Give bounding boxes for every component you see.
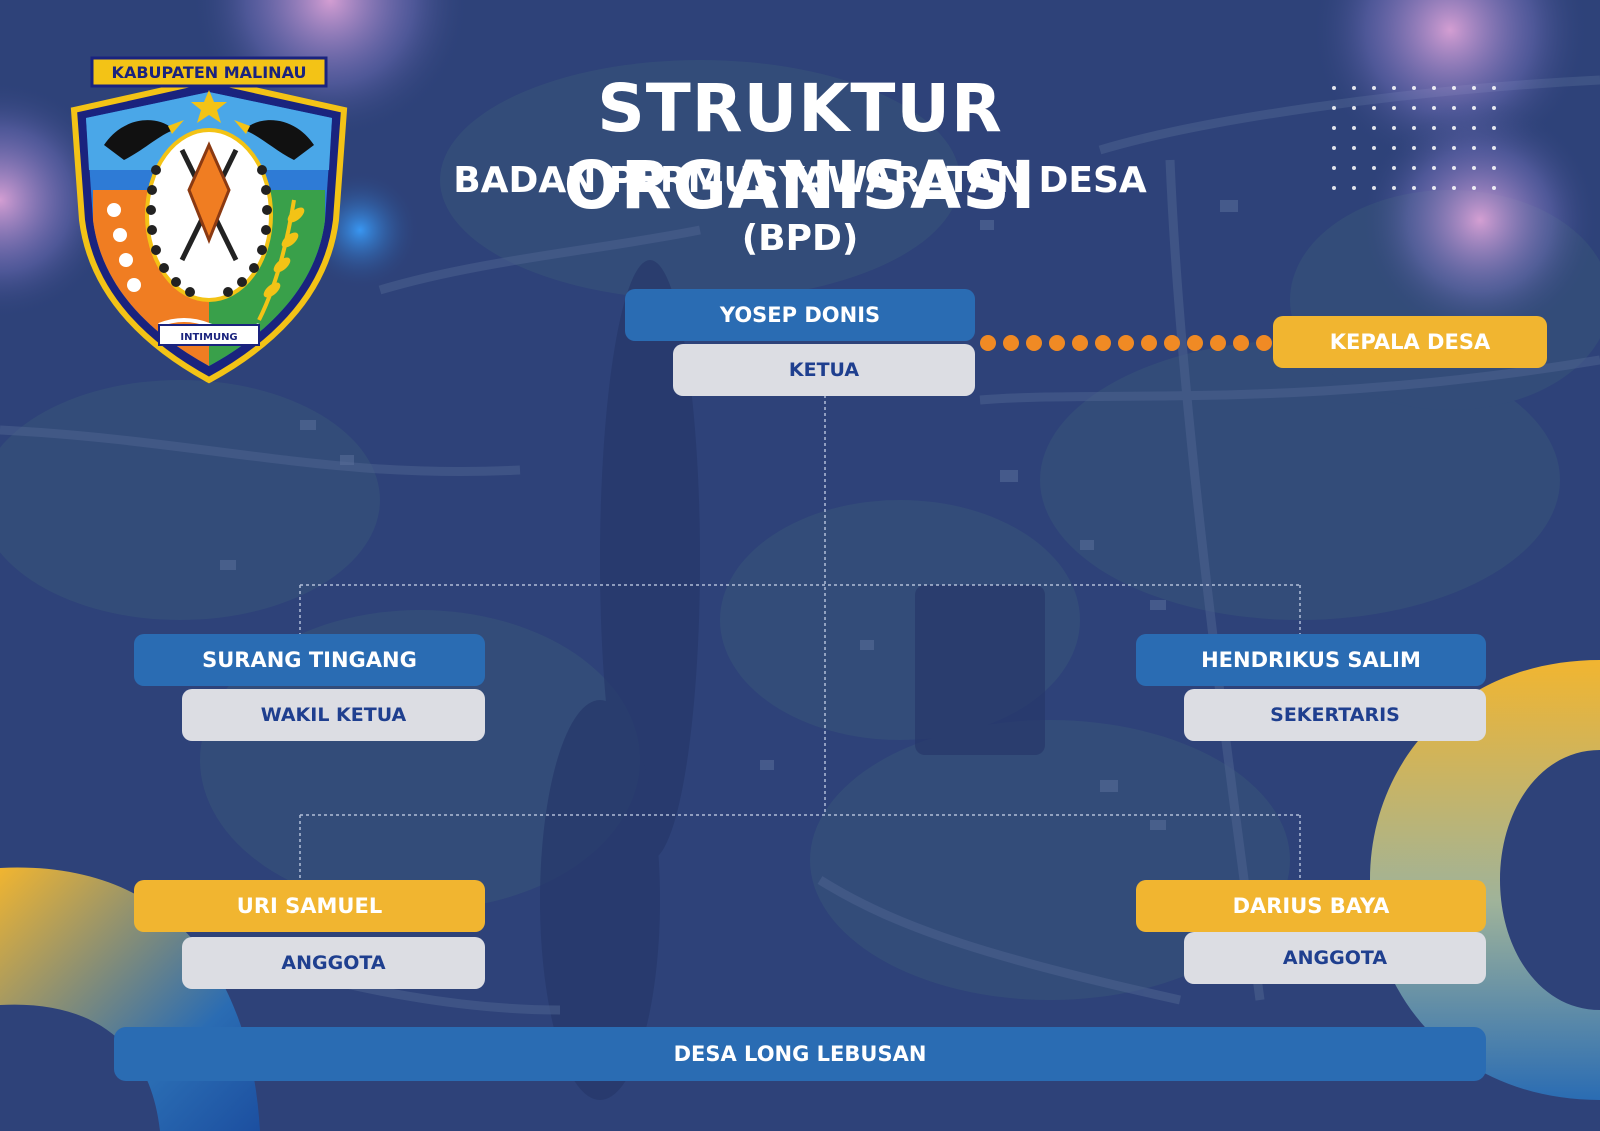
village-head-box: KEPALA DESA: [1273, 316, 1547, 368]
vice-chair-name: SURANG TINGANG: [134, 634, 485, 686]
dot-grid-decoration: [1332, 86, 1496, 190]
secretary-role: SEKERTARIS: [1184, 689, 1486, 741]
poster-subtitle: BADAN PERMUSYAWARATAN DESA: [453, 160, 1147, 201]
dotted-coordination-line: [980, 335, 1272, 351]
chairman-name: YOSEP DONIS: [625, 289, 975, 341]
vice-chair-role: WAKIL KETUA: [182, 689, 485, 741]
village-name-footer: DESA LONG LEBUSAN: [114, 1027, 1486, 1081]
poster-title: STRUKTUR ORGANISASI: [563, 70, 1037, 224]
secretary-name: HENDRIKUS SALIM: [1136, 634, 1486, 686]
crest-top-text: KABUPATEN MALINAU: [112, 63, 307, 82]
member-left-name: URI SAMUEL: [134, 880, 485, 932]
member-right-role: ANGGOTA: [1184, 932, 1486, 984]
crest-banner-text: INTIMUNG: [180, 332, 237, 343]
poster-abbreviation: (BPD): [741, 218, 859, 259]
kabupaten-malinau-crest: KABUPATEN MALINAU INTIMUNG: [70, 56, 348, 384]
member-right-name: DARIUS BAYA: [1136, 880, 1486, 932]
member-left-role: ANGGOTA: [182, 937, 485, 989]
chairman-role: KETUA: [673, 344, 975, 396]
